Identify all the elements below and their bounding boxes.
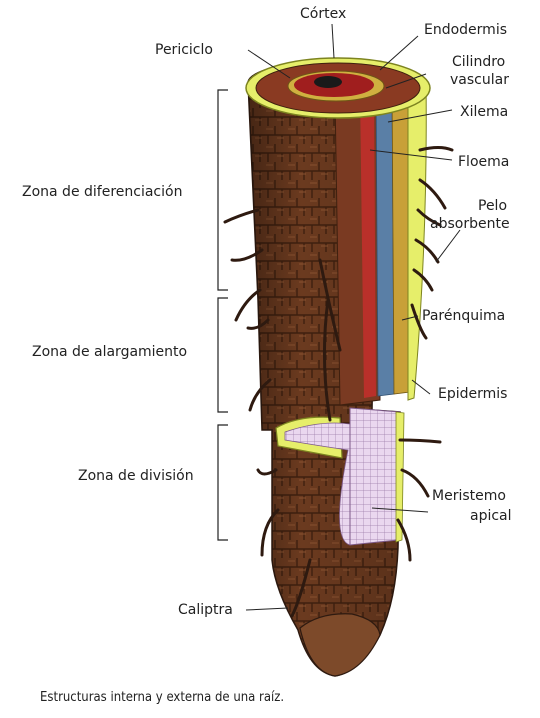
- root-hair: [234, 288, 262, 322]
- leader-parenquima: [401, 315, 419, 321]
- root-hair: [290, 558, 312, 618]
- xylem-strip: [375, 83, 395, 397]
- label-endodermis: Endodermis: [424, 22, 507, 38]
- root-hair: [248, 378, 272, 412]
- root-hair: [398, 438, 442, 444]
- bracket-diferenciacion: [217, 89, 228, 291]
- label-pelo-1: Pelo: [478, 198, 507, 214]
- leader-endodermis: [379, 35, 419, 71]
- root-hair: [412, 268, 434, 292]
- leader-xilema: [387, 109, 453, 123]
- leader-meristemo: [371, 507, 429, 513]
- label-floema: Floema: [458, 154, 509, 170]
- bracket-alargamiento: [217, 297, 228, 413]
- label-cilindro-2: vascular: [450, 72, 509, 88]
- label-meristemo-1: Meristemo: [432, 488, 506, 504]
- root-hair: [318, 258, 342, 352]
- zone-labels: Zona de diferenciación Zona de alargamie…: [22, 184, 194, 484]
- leader-floema: [369, 149, 453, 161]
- label-caliptra: Caliptra: [178, 602, 233, 618]
- leader-pelo: [435, 229, 461, 263]
- zone-brackets: [217, 89, 228, 541]
- phloem-strip: [360, 88, 376, 398]
- bracket-division: [217, 424, 228, 541]
- zone-label-division: Zona de división: [78, 468, 194, 484]
- division-cut: [275, 407, 405, 546]
- leader-lines: [245, 23, 461, 611]
- root-hair: [256, 468, 278, 476]
- zone-label-diferenciacion: Zona de diferenciación: [22, 184, 182, 200]
- root-hair: [322, 298, 332, 422]
- root-hair: [260, 508, 280, 557]
- leader-epidermis: [411, 379, 431, 395]
- cross-section-top: [245, 57, 431, 119]
- label-meristemo-2: apical: [470, 508, 512, 524]
- label-periciclo: Periciclo: [155, 42, 213, 58]
- zone-label-alargamiento: Zona de alargamiento: [32, 344, 187, 360]
- parenchyma-strip: [391, 81, 411, 395]
- root-hair: [414, 238, 440, 264]
- root-hair: [246, 318, 270, 330]
- longitudinal-cut: [334, 79, 427, 406]
- meristem-block: [349, 407, 401, 546]
- xylem-center: [314, 76, 342, 88]
- root-hair: [410, 303, 428, 340]
- structure-labels: Córtex Endodermis Periciclo Cilindro vas…: [155, 6, 512, 618]
- root-hair: [396, 518, 412, 562]
- root-hair: [418, 178, 447, 210]
- root-hair: [418, 146, 454, 152]
- leader-cilindro: [385, 73, 427, 89]
- root-cap: [299, 613, 381, 677]
- label-parenquima: Parénquima: [422, 308, 505, 324]
- leader-caliptra: [245, 607, 289, 611]
- root-hair: [400, 468, 430, 498]
- root-hair: [416, 208, 442, 227]
- leader-periciclo: [247, 49, 291, 79]
- label-epidermis: Epidermis: [438, 386, 507, 402]
- meristem-tissue: [284, 422, 351, 546]
- root-hair: [230, 248, 264, 262]
- root-hairs: [223, 146, 454, 618]
- root-hair: [223, 208, 260, 224]
- label-xilema: Xilema: [460, 104, 508, 120]
- label-cilindro-1: Cilindro: [452, 54, 505, 70]
- label-pelo-2: absorbente: [430, 216, 510, 232]
- figure-caption: Estructuras interna y externa de una raí…: [40, 690, 285, 705]
- leader-cortex: [331, 23, 335, 59]
- label-cortex: Córtex: [300, 6, 346, 22]
